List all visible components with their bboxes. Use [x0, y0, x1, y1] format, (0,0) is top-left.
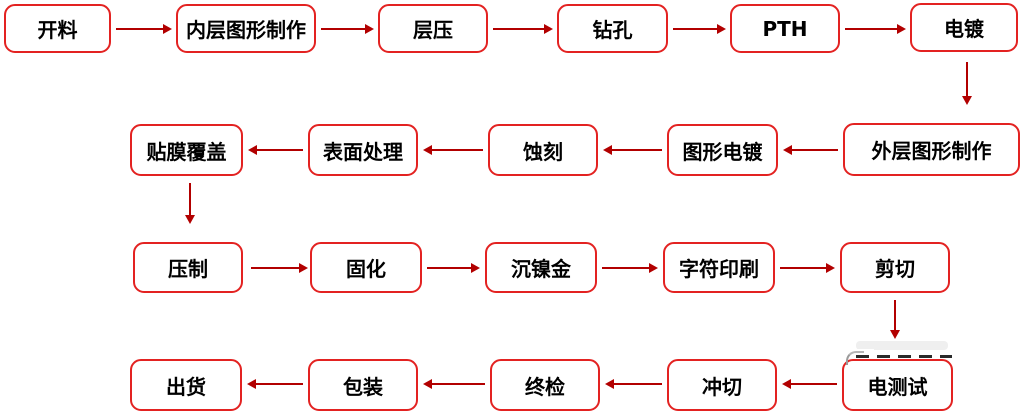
node-curing: 固化 — [310, 242, 422, 293]
flow-arrow-left-icon — [783, 145, 838, 155]
flow-arrow-right-icon — [845, 24, 906, 34]
node-final-inspection: 终检 — [490, 359, 600, 411]
node-label: 表面处理 — [323, 139, 403, 164]
node-label: 字符印刷 — [679, 257, 759, 281]
node-packaging: 包装 — [308, 359, 418, 411]
flow-arrow-left-icon — [605, 379, 662, 389]
node-label: 蚀刻 — [523, 139, 563, 164]
node-film-covering: 贴膜覆盖 — [130, 124, 243, 176]
flow-arrow-left-icon — [603, 145, 662, 155]
flow-arrow-down-icon — [962, 62, 972, 105]
node-punching: 冲切 — [667, 359, 777, 411]
node-surface-finish: 表面处理 — [308, 124, 418, 176]
node-label: 终检 — [525, 374, 565, 399]
flow-arrow-right-icon — [427, 263, 480, 273]
node-etching: 蚀刻 — [488, 124, 598, 176]
node-drilling: 钻孔 — [557, 4, 668, 53]
watermark-smudge — [856, 355, 952, 358]
node-label: 开料 — [37, 18, 78, 42]
node-label: 沉镍金 — [511, 257, 571, 281]
node-label: 钻孔 — [592, 18, 633, 42]
node-label: PTH — [762, 16, 808, 41]
watermark-smudge — [856, 341, 948, 350]
flow-arrow-right-icon — [493, 24, 553, 34]
node-label: 内层图形制作 — [186, 18, 306, 42]
flow-arrow-down-icon — [890, 300, 900, 339]
flow-arrow-right-icon — [116, 24, 172, 34]
flow-arrow-right-icon — [602, 263, 658, 273]
node-inner-layer-imaging: 内层图形制作 — [176, 4, 316, 53]
node-pattern-plating: 图形电镀 — [667, 124, 778, 176]
node-plating: 电镀 — [910, 3, 1018, 52]
node-label: 外层图形制作 — [871, 139, 992, 163]
flow-arrow-down-icon — [185, 183, 195, 224]
node-label: 图形电镀 — [682, 139, 763, 164]
node-electrical-test: 电测试 — [842, 359, 953, 411]
node-label: 电测试 — [867, 374, 928, 399]
node-shearing: 剪切 — [840, 242, 950, 293]
node-outer-layer-imaging: 外层图形制作 — [843, 123, 1020, 176]
node-label: 冲切 — [702, 374, 742, 399]
watermark-smudge — [846, 351, 864, 365]
node-label: 出货 — [166, 374, 206, 399]
flow-arrow-right-icon — [780, 263, 835, 273]
flow-arrow-left-icon — [247, 379, 303, 389]
node-lamination: 层压 — [378, 4, 488, 53]
node-label: 包装 — [343, 374, 383, 399]
flow-arrow-right-icon — [321, 24, 374, 34]
flow-arrow-right-icon — [673, 24, 726, 34]
node-label: 固化 — [346, 257, 386, 281]
node-pth: PTH — [730, 4, 840, 53]
node-label: 剪切 — [875, 257, 915, 281]
flow-arrow-left-icon — [423, 379, 485, 389]
node-cutting: 开料 — [4, 4, 111, 53]
node-label: 贴膜覆盖 — [146, 139, 227, 164]
node-label: 电镀 — [944, 17, 984, 41]
node-label: 压制 — [168, 257, 208, 281]
node-silkscreen-print: 字符印刷 — [663, 242, 775, 293]
flow-arrow-left-icon — [782, 379, 837, 389]
node-shipping: 出货 — [130, 359, 242, 411]
node-enig: 沉镍金 — [485, 242, 597, 293]
node-pressing: 压制 — [133, 242, 243, 293]
flow-arrow-right-icon — [251, 263, 308, 273]
flow-arrow-left-icon — [423, 145, 483, 155]
node-label: 层压 — [413, 18, 453, 42]
flow-arrow-left-icon — [248, 145, 303, 155]
